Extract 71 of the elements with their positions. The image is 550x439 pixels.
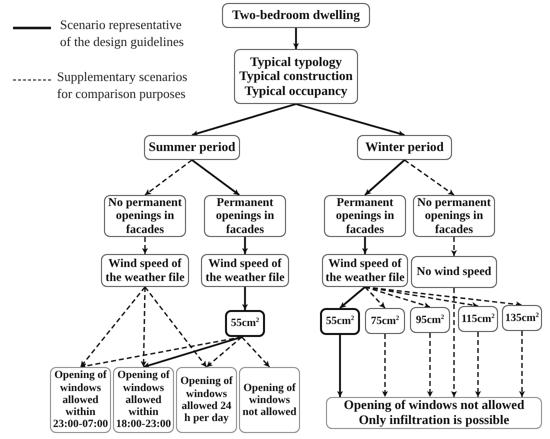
arrow — [143, 336, 242, 368]
arrow — [293, 28, 299, 49]
scenario-box — [357, 135, 452, 160]
outcome-box — [326, 397, 542, 429]
scenario-box — [410, 307, 450, 333]
arrow — [382, 334, 388, 397]
node-label: No permanent openings in facades — [107, 196, 183, 236]
node-label: Typical construction — [239, 69, 353, 84]
node-label: Winter period — [365, 140, 444, 155]
node-label: 135cm$^{2}$ — [505, 312, 539, 324]
node-label: Wind speed of the weather file — [104, 257, 186, 284]
node-label: 75cm$^{2}$ — [370, 314, 400, 328]
node-label: Opening of windows allowed 24 h per day — [179, 375, 234, 425]
arrow — [144, 286, 208, 368]
arrow — [337, 335, 343, 397]
scenario-box — [320, 308, 360, 335]
scenario-box — [324, 195, 406, 237]
node-label: 115cm$^{2}$ — [461, 312, 495, 326]
arrow — [191, 159, 240, 196]
arrow — [404, 159, 454, 196]
node-label: Opening of windows not allowed — [241, 382, 298, 418]
scenario-box — [458, 306, 498, 332]
arrow — [427, 333, 433, 397]
node-label: Wind speed of the weather file — [324, 257, 406, 284]
scenario-box — [502, 305, 542, 331]
node-label: 55cm$^{2}$ — [326, 315, 354, 328]
arrow — [364, 159, 406, 196]
arrow — [451, 288, 457, 397]
legend-label: Supplementary scenarios for comparison purposes — [57, 69, 188, 103]
node-label: No wind speed — [416, 265, 492, 279]
arrow — [142, 237, 148, 254]
legend-label: Scenario representative of the design guidelines — [60, 17, 185, 51]
node-label: Only infiltration is possible — [358, 413, 510, 428]
node-label: 55cm$^{2}$ — [230, 317, 260, 330]
scenario-box — [365, 308, 405, 334]
node-label: Summer period — [148, 140, 236, 155]
node-label: Permanent openings in facades — [334, 196, 396, 236]
node-label: 95cm$^{2}$ — [416, 314, 444, 326]
node-label: Opening of windows not allowed — [344, 398, 524, 413]
arrow — [192, 103, 296, 136]
node-label: No permanent openings in facades — [416, 196, 492, 236]
arrow — [362, 237, 368, 254]
arrow — [206, 336, 242, 368]
scenario-box — [225, 310, 265, 337]
arrow — [364, 286, 430, 308]
arrow — [242, 237, 248, 254]
scenario-box — [204, 195, 286, 237]
arrow — [364, 286, 386, 308]
arrow — [242, 287, 248, 310]
arrow — [296, 103, 405, 136]
node-label: Permanent openings in facades — [214, 196, 276, 236]
arrow — [241, 336, 270, 368]
node-label: Two-bedroom dwelling — [232, 8, 360, 23]
arrow — [144, 159, 192, 196]
node-label: Typical occupancy — [244, 84, 348, 98]
arrow — [451, 237, 457, 256]
arrow — [475, 332, 481, 397]
node-label: Typical typology — [250, 54, 342, 70]
scenario-box — [411, 256, 497, 288]
node-label: Opening of windows allowed within 18:00-23:00 — [115, 369, 172, 431]
outcome-box — [176, 367, 237, 433]
node-label: Opening of windows allowed within 23:00-07:00 — [52, 369, 109, 431]
outcome-box — [239, 367, 300, 433]
arrow — [80, 286, 146, 368]
scenario-box — [144, 135, 240, 160]
arrow — [140, 286, 147, 368]
arrow — [519, 331, 525, 397]
node-label: Wind speed of the weather file — [204, 257, 286, 284]
scenario-box — [234, 49, 358, 104]
scenario-box — [222, 3, 370, 28]
arrow — [339, 286, 366, 309]
